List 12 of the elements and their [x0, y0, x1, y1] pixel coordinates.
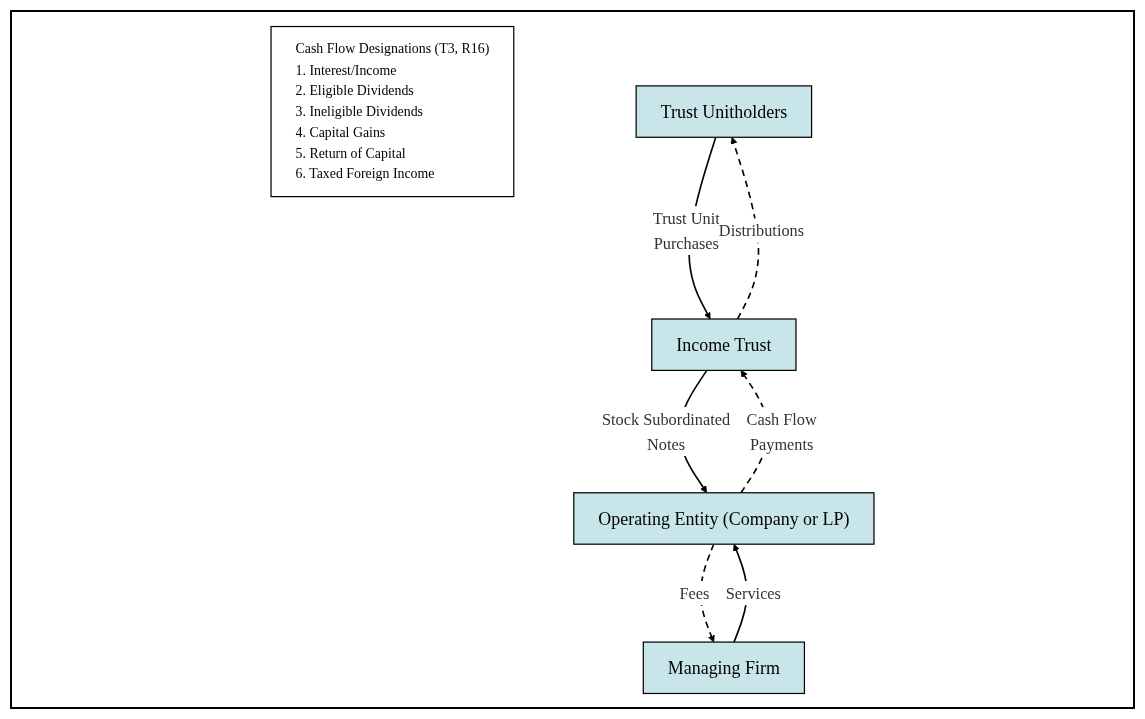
node-box: [635, 84, 813, 138]
edge-label: Stock Subordinated Notes: [601, 409, 731, 453]
node-box: [651, 317, 797, 371]
edge-label: Cash Flow Payments: [746, 409, 817, 453]
edge-label: Services: [725, 583, 781, 602]
edge-label: Trust Unit Purchases: [652, 208, 720, 252]
edge-label: Distributions: [718, 221, 805, 240]
edge-label: Fees: [679, 583, 710, 602]
arrow: [730, 136, 760, 320]
node-box: [573, 491, 875, 545]
node-box: [270, 25, 515, 197]
node-box: [642, 640, 806, 694]
